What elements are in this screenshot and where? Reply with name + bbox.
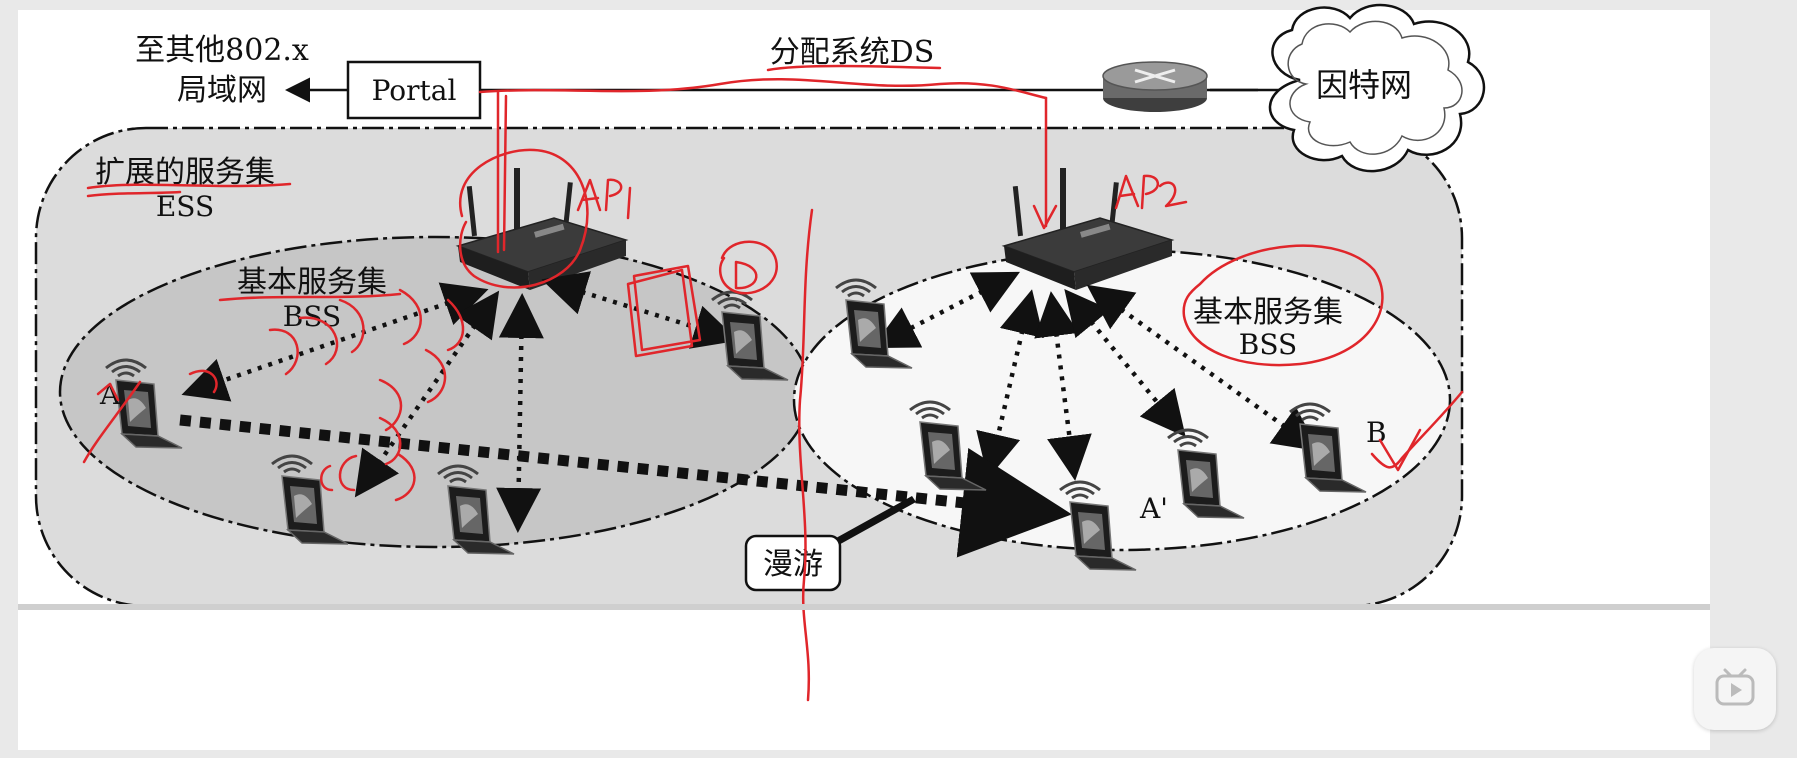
- video-play-icon: [1715, 668, 1755, 706]
- roaming-label: 漫游: [763, 547, 823, 582]
- a-check-mark: [82, 380, 142, 464]
- ds-underline-scribble: [478, 77, 1048, 100]
- other-lan-label-line1: 至其他802.x: [135, 33, 309, 68]
- roaming-callout-box: [744, 534, 842, 592]
- ds-label: 分配系统DS: [770, 35, 935, 70]
- link-ap2-mid: [976, 289, 1044, 479]
- link-ap2-a-prime: [1034, 291, 1092, 481]
- ap1-circle: [458, 148, 589, 289]
- red-annotations: [82, 64, 1464, 702]
- bss-left-ellipse: [58, 235, 812, 549]
- portal-box: [346, 60, 482, 120]
- divider-scribble: [798, 208, 814, 702]
- left-bss-links: [181, 271, 739, 533]
- ess-label-line2: ESS: [156, 190, 214, 223]
- portal-label: Portal: [372, 74, 457, 107]
- other-lan-label-line2: 局域网: [177, 73, 267, 108]
- b-check-mark: [1370, 390, 1464, 469]
- roaming-path: [179, 414, 1072, 558]
- link-ap1-a: [181, 282, 489, 402]
- d-circle: [718, 240, 778, 295]
- ds-label-underline: [766, 64, 942, 72]
- bss-right-ellipse: [792, 248, 1452, 552]
- link-ap2-b: [1086, 284, 1320, 452]
- bss-right-label-line2: BSS: [1239, 328, 1297, 361]
- link-ap2-left: [871, 271, 1021, 349]
- bss-right-circle: [1182, 244, 1384, 367]
- bss-right-label-line1: 基本服务集: [1193, 295, 1343, 330]
- link-ap1-d: [541, 271, 739, 349]
- station-a-prime-label: A': [1139, 492, 1168, 525]
- slide-bottom-edge: [18, 604, 1710, 610]
- bss-left-label-line1: 基本服务集: [237, 265, 387, 300]
- router-icon: [1102, 61, 1208, 112]
- internet-cloud-icon: [1268, 3, 1486, 173]
- internet-label: 因特网: [1316, 66, 1412, 104]
- bss-left-label-line2: BSS: [283, 300, 341, 333]
- link-ap1-bottom: [496, 293, 544, 533]
- right-bss-links: [871, 271, 1320, 481]
- station-a-label: A: [99, 378, 121, 411]
- video-play-button[interactable]: [1694, 648, 1776, 730]
- roaming-callout-pointer: [818, 496, 916, 552]
